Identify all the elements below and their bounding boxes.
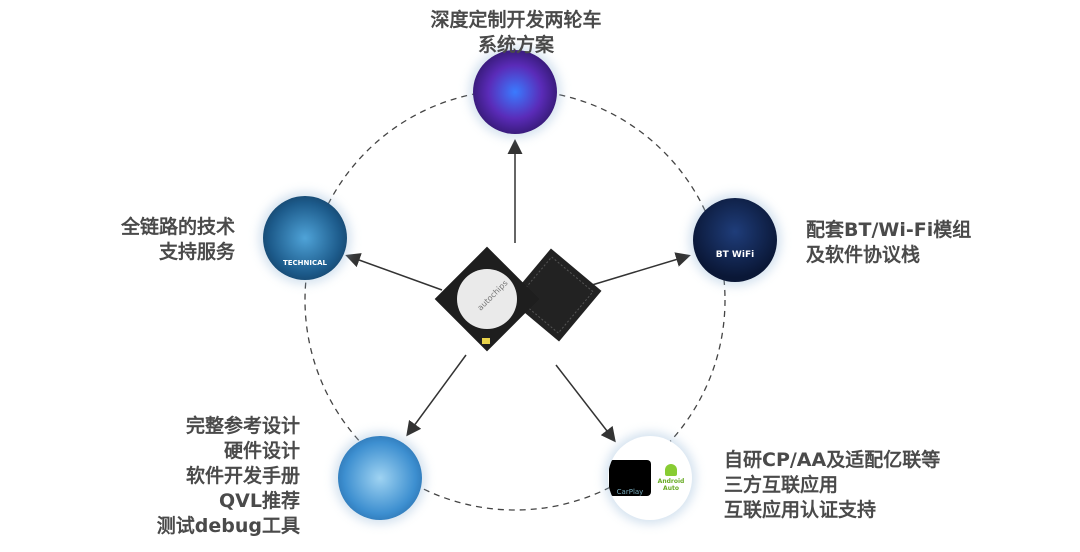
label-line: 软件开发手册: [185, 465, 300, 487]
label-line: 互联应用认证支持: [724, 499, 877, 521]
label-line: 配套BT/Wi-Fi模组: [806, 219, 972, 241]
carplay-android-auto-icon: CarPlay Android Auto: [608, 436, 692, 520]
label-bottom-right: 自研CP/AA及适配亿联等三方互联应用互联应用认证支持: [724, 448, 940, 523]
arrow-right: [591, 252, 691, 286]
custom-dev-icon: [473, 50, 557, 134]
label-top: 深度定制开发两轮车系统方案: [411, 8, 621, 58]
label-line: 深度定制开发两轮车: [430, 9, 602, 31]
reference-design-icon: [338, 436, 422, 520]
chip-image: autochips: [434, 246, 602, 352]
label-line: 系统方案: [477, 34, 554, 56]
label-line: 三方互联应用: [724, 474, 839, 496]
label-line: 测试debug工具: [156, 515, 300, 537]
label-line: QVL推荐: [219, 490, 300, 512]
label-line: 全链路的技术: [120, 216, 235, 238]
label-right: 配套BT/Wi-Fi模组及软件协议栈: [806, 218, 971, 268]
label-line: 自研CP/AA及适配亿联等: [724, 449, 941, 471]
dashed-orbit: [304, 89, 726, 511]
label-line: 硬件设计: [223, 440, 300, 462]
label-line: 及软件协议栈: [806, 244, 921, 266]
technical-support-icon: TECHNICAL: [263, 196, 347, 280]
bt-wifi-icon: BT WiFi: [693, 198, 777, 282]
arrow-bottom-right: [555, 364, 616, 443]
label-line: 支持服务: [158, 241, 235, 263]
arrow-left: [345, 253, 443, 291]
label-left: 全链路的技术支持服务: [100, 215, 235, 265]
arrow-bottom-left: [406, 354, 467, 437]
label-bottom-left: 完整参考设计硬件设计软件开发手册 QVL推荐测试debug工具: [140, 414, 300, 539]
label-line: 完整参考设计: [185, 415, 300, 437]
